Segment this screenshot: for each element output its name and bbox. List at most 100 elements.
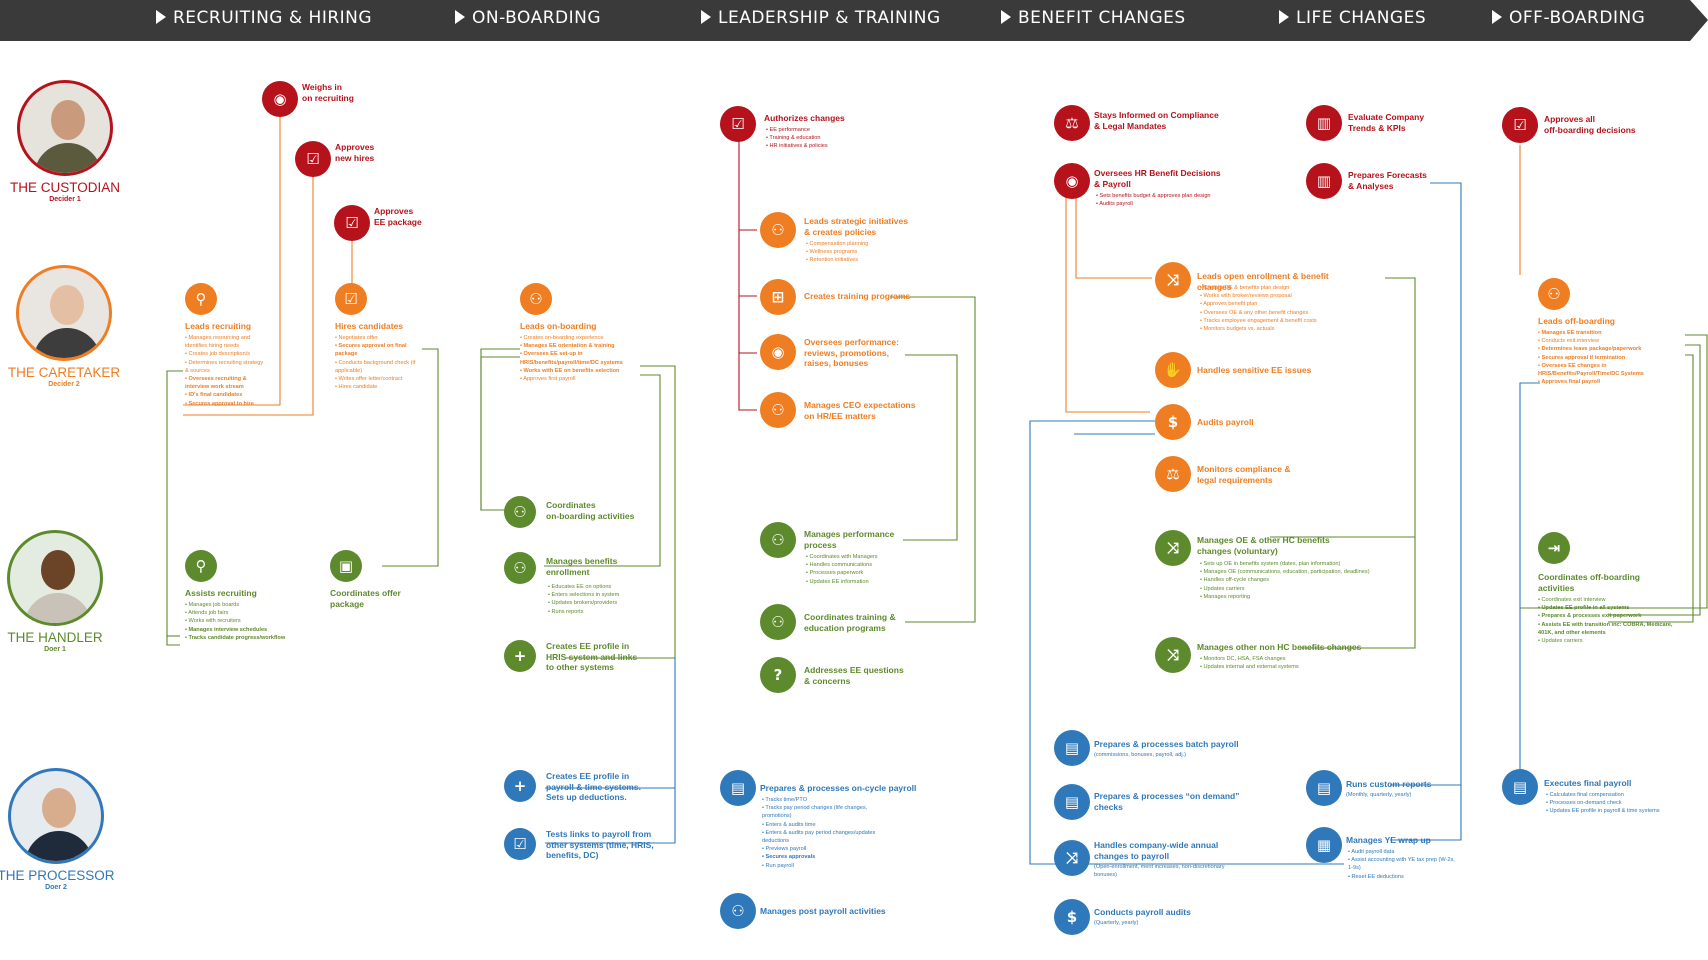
bullet-item: Educates EE on options: [548, 583, 648, 591]
eye-icon: ◉: [1054, 163, 1090, 199]
bullet-list: Coordinates exit interviewUpdates EE pro…: [1538, 596, 1683, 645]
item-assists-recruiting[interactable]: ⚲ Assists recruiting Manages job boardsA…: [185, 550, 345, 660]
bullet-item: Approves benefit plan: [1200, 300, 1350, 308]
org-chart-icon: ⚇: [760, 212, 796, 248]
stage-leadership-training[interactable]: LEADERSHIP & TRAINING: [701, 8, 941, 28]
bullet-item: Prepares & processes exit paperwork: [1538, 612, 1683, 620]
check-icon: ☑: [335, 283, 367, 315]
plus-box-icon: ⊞: [760, 279, 796, 315]
bullet-item: Creates job description/s: [185, 350, 265, 358]
org-chart-icon: ⚇: [520, 283, 552, 315]
bullet-item: Secures approval on final package: [335, 342, 420, 358]
org-chart-icon: ⚇: [504, 552, 536, 584]
bullet-item: Updates brokers/providers: [548, 599, 648, 607]
bullet-item: Sets up OE in benefits system (dates, pl…: [1200, 560, 1390, 568]
bullet-item: Assists EE with transition inc: COBRA, M…: [1538, 621, 1683, 637]
play-arrow-icon: [156, 10, 166, 24]
bullet-item: Run payroll: [762, 862, 892, 870]
bullet-list: Manages EE transitionConducts exit inter…: [1538, 329, 1678, 386]
play-arrow-icon: [1001, 10, 1011, 24]
persona-processor[interactable]: THE PROCESSOR Doer 2: [0, 768, 121, 891]
stage-benefit-changes[interactable]: BENEFIT CHANGES: [1001, 8, 1186, 28]
bullet-item: Approves first payroll: [520, 375, 650, 383]
bullet-list: Creates on-boarding experienceManages EE…: [520, 334, 650, 383]
stage-life-changes[interactable]: LIFE CHANGES: [1279, 8, 1426, 28]
play-arrow-icon: [1492, 10, 1502, 24]
item-leads-recruiting[interactable]: ⚲ Leads recruiting Manages resourcing an…: [185, 283, 345, 423]
bullet-item: Hires candidate: [335, 383, 420, 391]
bullet-item: Retention initiatives: [806, 256, 906, 264]
persona-role: Doer 2: [45, 884, 67, 891]
bar-chart-icon: ▥: [1306, 105, 1342, 141]
document-icon: ▤: [1054, 784, 1090, 820]
item-leads-off-boarding[interactable]: ⚇ Leads off-boarding Manages EE transiti…: [1538, 278, 1708, 398]
box-icon: ▣: [330, 550, 362, 582]
persona-caretaker[interactable]: THE CARETAKER Decider 2: [0, 265, 129, 388]
bullet-item: Enters & audits time: [762, 821, 892, 829]
bullet-item: Secures approval if termination: [1538, 354, 1678, 362]
persona-role: Decider 1: [49, 196, 81, 203]
exit-door-icon: ⇥: [1538, 532, 1570, 564]
bullet-list: Calculates final compensationProcesses o…: [1546, 791, 1696, 816]
org-chart-icon: ⚇: [760, 392, 796, 428]
bullet-list: Manages job boardsAttends job fairsWorks…: [185, 601, 305, 642]
team-icon: ⚇: [720, 893, 756, 929]
stage-off-boarding[interactable]: OFF-BOARDING: [1492, 8, 1645, 28]
document-icon: ▤: [1502, 769, 1538, 805]
eye-icon: ◉: [760, 334, 796, 370]
bullet-list: Negotiates offerSecures approval on fina…: [335, 334, 420, 391]
bullet-list: Sets up OE in benefits system (dates, pl…: [1200, 560, 1390, 601]
bullet-item: HR initiatives & policies: [766, 142, 866, 150]
shuffle-icon: ⤨: [1155, 637, 1191, 673]
bullet-item: Enters selections in system: [548, 591, 648, 599]
eye-icon: ◉: [262, 81, 298, 117]
bullet-item: Updates EE profile in all systems: [1538, 604, 1683, 612]
bullet-item: Tracks pay period changes (life changes,…: [762, 804, 892, 820]
bullet-item: Updates internal and external systems: [1200, 663, 1380, 671]
org-chart-icon: ⚇: [760, 522, 796, 558]
bullet-item: Assist accounting with YE tax prep (W-2s…: [1348, 856, 1458, 872]
bullet-item: Previews payroll: [762, 845, 892, 853]
bullet-item: Manages resourcing and identifies hiring…: [185, 334, 265, 350]
bullet-item: Updates carriers: [1538, 637, 1683, 645]
item-coordinates-off-boarding[interactable]: ⇥ Coordinates off-boarding activities Co…: [1538, 532, 1708, 652]
item-leads-on-boarding[interactable]: ⚇ Leads on-boarding Creates on-boarding …: [520, 283, 680, 403]
persona-role: Decider 2: [48, 381, 80, 388]
persona-role: Doer 1: [44, 646, 66, 653]
bullet-item: Updates carriers: [1200, 585, 1390, 593]
bullet-item: Manages reporting: [1200, 593, 1390, 601]
stage-recruiting-hiring[interactable]: RECRUITING & HIRING: [156, 8, 372, 28]
shuffle-icon: ⤨: [1155, 262, 1191, 298]
bullet-item: Runs reports: [548, 608, 648, 616]
bullet-item: Sets benefits budget & approves plan des…: [1096, 192, 1246, 200]
item-coordinates-offer-package[interactable]: ▣ Coordinates offer package: [330, 550, 490, 620]
scales-icon: ⚖: [1155, 456, 1191, 492]
bullet-item: Manages interview schedules: [185, 626, 305, 634]
stage-on-boarding[interactable]: ON-BOARDING: [455, 8, 601, 28]
bullet-item: Calculates final compensation: [1546, 791, 1696, 799]
bullet-item: EE performance: [766, 126, 866, 134]
bullet-item: Enters & audits pay period changes/updat…: [762, 829, 892, 845]
avatar: [8, 768, 104, 864]
avatar: [16, 265, 112, 361]
bullet-item: Updates EE profile in payroll & time sys…: [1546, 807, 1696, 815]
bullet-item: Compensation planning: [806, 240, 906, 248]
persona-name: THE PROCESSOR: [0, 868, 115, 883]
add-person-icon: +: [504, 770, 536, 802]
bullet-list: Monitors DC, HSA, FSA changesUpdates int…: [1200, 655, 1380, 671]
report-icon: ▤: [1306, 770, 1342, 806]
persona-custodian[interactable]: THE CUSTODIAN Decider 1: [0, 80, 130, 203]
bullet-item: Oversees OE & any other benefit changes: [1200, 309, 1350, 317]
search-person-icon: ⚲: [185, 550, 217, 582]
bullet-item: Manages EE transition: [1538, 329, 1678, 337]
item-hires-candidates[interactable]: ☑ Hires candidates Negotiates offerSecur…: [335, 283, 495, 403]
org-chart-icon: ⚇: [760, 604, 796, 640]
persona-handler[interactable]: THE HANDLER Doer 1: [0, 530, 120, 653]
bullet-item: Approves final payroll: [1538, 378, 1678, 386]
bullet-item: Handles off-cycle changes: [1200, 576, 1390, 584]
bullet-list: Audit payroll dataAssist accounting with…: [1348, 848, 1458, 881]
question-icon: ?: [760, 657, 796, 693]
bullet-item: Works with broker/reviews proposal: [1200, 292, 1350, 300]
bullet-item: Conducts background check (if applicable…: [335, 359, 420, 375]
bullet-item: Monitors DC, HSA, FSA changes: [1200, 655, 1380, 663]
